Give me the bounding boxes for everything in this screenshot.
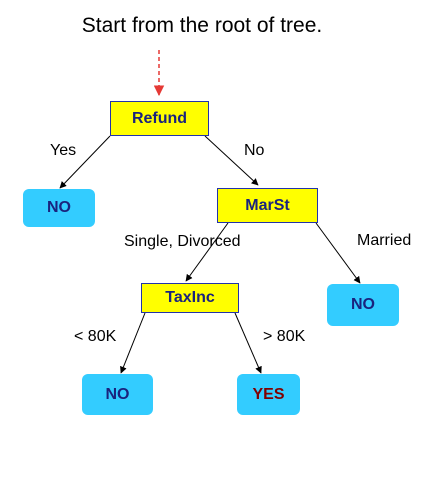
node-refund: Refund: [110, 101, 209, 136]
leaf-taxinc-high: YES: [237, 374, 300, 415]
edge-label-single-divorced: Single, Divorced: [124, 233, 241, 250]
edge-taxinc-low: [120, 312, 146, 374]
edge-marst-married: [315, 222, 361, 284]
edge-refund-yes: [59, 135, 111, 189]
node-taxinc: TaxInc: [141, 283, 239, 313]
node-marst: MarSt: [217, 188, 318, 223]
leaf-married: NO: [327, 284, 399, 326]
edge-label-no: No: [244, 142, 265, 159]
edge-label-yes: Yes: [50, 142, 77, 159]
leaf-taxinc-low: NO: [82, 374, 153, 415]
edge-label-high: > 80K: [263, 328, 306, 345]
edge-label-low: < 80K: [74, 328, 117, 345]
edge-refund-no: [204, 135, 259, 186]
leaf-refund-yes: NO: [23, 189, 95, 227]
edge-marst-single-divorced: [185, 222, 229, 282]
diagram-caption: Start from the root of tree.: [81, 14, 323, 37]
edge-taxinc-high: [234, 312, 262, 374]
edge-label-married: Married: [357, 232, 412, 249]
